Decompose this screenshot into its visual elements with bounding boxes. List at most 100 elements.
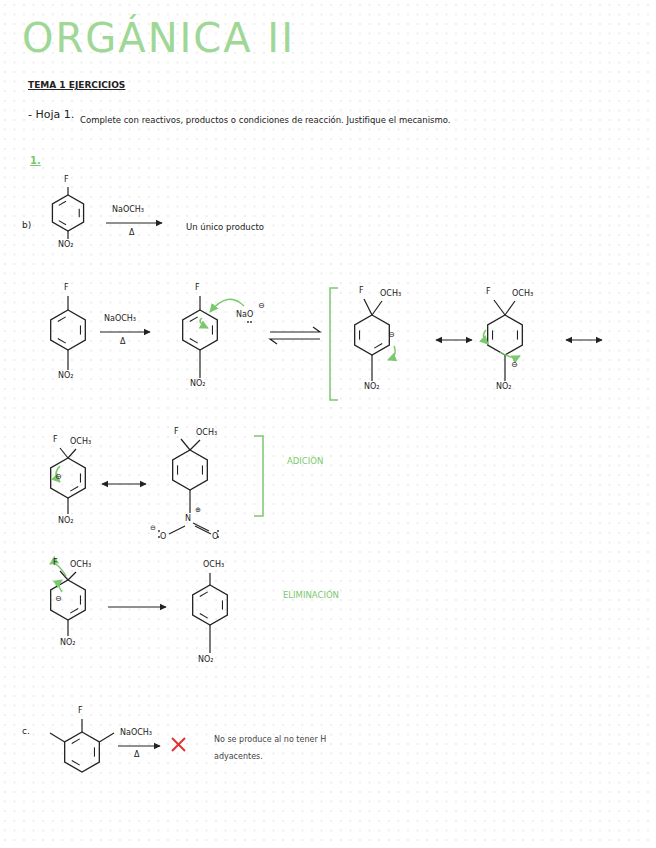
reaction-arrow xyxy=(566,339,602,340)
atom-label: F xyxy=(195,283,200,293)
double-bond xyxy=(94,747,95,756)
bond-line xyxy=(99,733,114,742)
double-bond xyxy=(72,760,80,765)
atom-label: N xyxy=(185,514,191,524)
benzene-ring xyxy=(355,315,390,355)
bond-line xyxy=(81,719,82,732)
benzene-ring xyxy=(193,585,228,625)
atom-label: F xyxy=(53,558,58,568)
benzene-ring xyxy=(51,310,86,350)
bond-line xyxy=(494,300,505,315)
benzene-ring xyxy=(173,450,208,490)
item-letter: c. xyxy=(22,726,30,737)
atom-label: OCH₃ xyxy=(380,289,401,299)
double-bond xyxy=(70,608,78,613)
bond-line xyxy=(372,301,382,315)
atom-label: NO₂ xyxy=(58,516,74,526)
reagent-label: NaOCH₃ xyxy=(112,205,144,215)
double-bond xyxy=(79,209,80,217)
reaction-arrow xyxy=(436,339,472,340)
atom-label: F xyxy=(64,283,69,293)
reagent-label: NaOCH₃ xyxy=(120,728,152,738)
double-bond xyxy=(212,325,213,334)
double-bond xyxy=(58,338,66,343)
double-bond xyxy=(517,330,518,339)
double-bond xyxy=(200,613,208,618)
bond-line xyxy=(195,526,211,534)
bond-line xyxy=(190,440,200,450)
double-bond xyxy=(177,465,178,474)
bond-line xyxy=(364,299,372,315)
reaction-arrow xyxy=(102,483,146,484)
double-bond xyxy=(190,338,198,343)
double-bond xyxy=(72,739,80,744)
bond-line xyxy=(60,448,68,458)
atom-label: NO₂ xyxy=(58,371,74,381)
charge-symbol: ⊖ xyxy=(150,524,156,532)
reaction-arrow xyxy=(118,745,160,746)
bond-line xyxy=(181,439,190,450)
bracket xyxy=(254,288,338,516)
atom-label: F xyxy=(174,427,179,437)
double-bond xyxy=(222,600,223,609)
atom-label: NO₂ xyxy=(198,655,214,665)
condition-label: Δ xyxy=(129,228,134,238)
double-bond xyxy=(359,330,360,339)
reagent-label: NaOCH₃ xyxy=(104,314,136,324)
equilibrium-arrow xyxy=(270,327,320,344)
bond-line xyxy=(189,490,190,513)
atom-label: NaO xyxy=(236,310,253,320)
bond-line xyxy=(67,231,68,239)
atom-label: F xyxy=(78,706,83,716)
bond-line xyxy=(209,573,210,585)
mechanism-arrows xyxy=(50,299,520,592)
bond-line xyxy=(67,350,68,370)
reaction-arrow xyxy=(100,331,150,332)
no-reaction-cross xyxy=(172,738,185,751)
reaction-arrows xyxy=(100,223,602,746)
reaction-arrow xyxy=(106,222,162,223)
bond-line xyxy=(209,625,210,653)
bond-line xyxy=(169,526,185,534)
bond-line xyxy=(193,523,209,531)
atom-label: F xyxy=(359,286,364,296)
step-label: ADICIÓN xyxy=(287,456,323,466)
charge-symbol: ⊕ xyxy=(195,506,201,514)
atom-label: NO₂ xyxy=(60,638,76,648)
atom-label: O xyxy=(212,532,218,542)
atom-label: OCH₃ xyxy=(70,437,91,447)
charge-symbol: ⊖ xyxy=(258,301,265,311)
bond-line xyxy=(67,187,68,195)
benzene-ring xyxy=(51,580,86,620)
atom-label: OCH₃ xyxy=(512,289,533,299)
condition-label: Δ xyxy=(120,337,125,347)
note-text: Un único producto xyxy=(186,222,264,232)
benzene-ring xyxy=(183,310,218,350)
double-bond xyxy=(80,473,81,482)
benzene-ring xyxy=(51,458,86,498)
page-title: ORGÁNICA II xyxy=(22,14,295,62)
bond-line xyxy=(504,355,505,381)
double-bond xyxy=(59,201,66,205)
double-bond xyxy=(202,465,203,474)
bond-line xyxy=(67,498,68,514)
atom-label: F xyxy=(64,175,69,185)
bond-line xyxy=(371,355,372,381)
bond-line xyxy=(505,301,515,315)
atom-label: NO₂ xyxy=(58,240,74,250)
atom-label: NO₂ xyxy=(190,379,206,389)
reaction-arrow xyxy=(108,606,166,607)
benzene-ring xyxy=(488,315,523,355)
step-label: ELIMINACIÓN xyxy=(283,590,339,600)
electron-arrow xyxy=(500,352,520,357)
condition-label: Δ xyxy=(134,750,139,760)
charge-symbol: ⊖ xyxy=(55,472,62,482)
electron-arrow xyxy=(483,330,488,344)
atom-label: OCH₃ xyxy=(70,560,91,570)
atom-label: OCH₃ xyxy=(196,428,217,438)
double-bond xyxy=(492,330,493,339)
atom-label: F xyxy=(486,287,491,297)
double-bond xyxy=(80,595,81,604)
atom-label: OCH₃ xyxy=(203,560,224,570)
charge-symbol: ⊖ xyxy=(55,594,62,604)
